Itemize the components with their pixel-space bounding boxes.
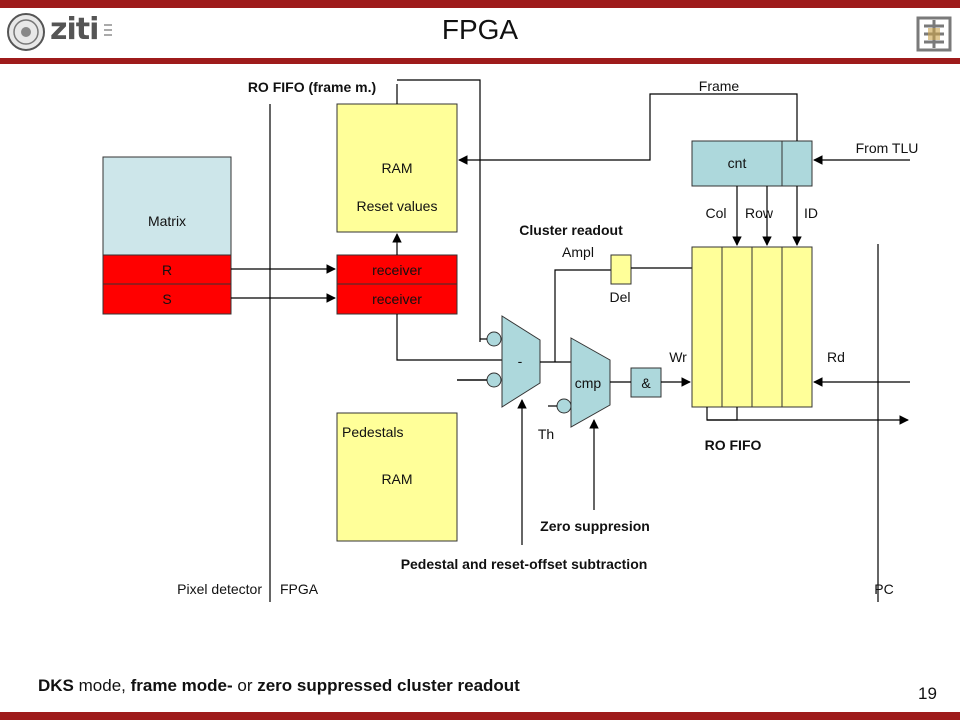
reset-values-label: Reset values xyxy=(357,198,438,214)
pedestals-label: Pedestals xyxy=(342,424,403,440)
pedestal-subtraction-label: Pedestal and reset-offset subtraction xyxy=(401,556,648,572)
caption-mode: mode, xyxy=(73,676,131,695)
cluster-readout-label: Cluster readout xyxy=(519,222,623,238)
pedestals-ram-label: RAM xyxy=(381,471,412,487)
pc-label: PC xyxy=(874,581,893,597)
ziti-logo-text: ziti xyxy=(50,12,99,47)
from-tlu-label: From TLU xyxy=(856,140,919,156)
slide-title: FPGA xyxy=(441,14,519,45)
ro-fifo-column-4 xyxy=(781,246,813,408)
ro-fifo-column-1 xyxy=(691,246,723,408)
subtractor-block xyxy=(501,315,541,408)
top-accent-bar xyxy=(0,0,960,8)
header-divider-bar xyxy=(0,58,960,64)
logo-small-print-icon xyxy=(104,22,114,47)
pedestals-ram-block xyxy=(336,412,458,542)
frame-line xyxy=(458,93,798,165)
delay-block xyxy=(610,254,632,285)
fifo-output-bus xyxy=(706,407,738,421)
pedestal-up-line xyxy=(397,380,457,413)
ro-fifo-column-2 xyxy=(721,246,753,408)
ziti-emblem-icon xyxy=(916,16,952,57)
id-label: ID xyxy=(804,205,818,221)
threshold-bubble xyxy=(556,398,572,414)
r-readout-block xyxy=(102,254,232,285)
matrix-label: Matrix xyxy=(148,213,186,229)
subtractor-label: - xyxy=(518,353,523,369)
cnt-label: cnt xyxy=(728,155,747,171)
r-label: R xyxy=(162,262,172,278)
and-gate-block xyxy=(630,367,662,398)
ro-fifo-frame-label: RO FIFO (frame m.) xyxy=(248,79,376,95)
row-label: Row xyxy=(745,205,774,221)
ampl-label: Ampl xyxy=(562,244,594,260)
del-label: Del xyxy=(609,289,630,305)
frame-label: Frame xyxy=(699,78,740,94)
counter-block xyxy=(691,140,783,187)
caption-or: or xyxy=(232,676,258,695)
receiver-to-subtractor-line xyxy=(396,314,502,361)
receiver-s-block xyxy=(336,283,458,315)
pixel-detector-label: Pixel detector xyxy=(177,581,262,597)
cmp-label: cmp xyxy=(575,375,602,391)
subtractor-input-bubble-top xyxy=(486,331,502,347)
ram-feed-line xyxy=(397,79,481,342)
receiver-s-label: receiver xyxy=(372,291,422,307)
col-label: Col xyxy=(705,205,726,221)
caption-dks: DKS xyxy=(38,676,74,695)
page-number: 19 xyxy=(918,684,937,703)
counter-id-block xyxy=(781,140,813,187)
subtractor-input-bubble-bottom xyxy=(486,372,502,388)
comparator-block xyxy=(570,337,611,428)
wr-label: Wr xyxy=(669,349,687,365)
university-seal-icon xyxy=(6,12,46,57)
and-label: & xyxy=(641,375,651,391)
ro-fifo-label: RO FIFO xyxy=(705,437,762,453)
receiver-r-label: receiver xyxy=(372,262,422,278)
caption-zero-suppressed: zero suppressed cluster readout xyxy=(257,676,520,695)
fpga-label: FPGA xyxy=(280,581,319,597)
bottom-accent-bar xyxy=(0,712,960,720)
reset-ram-block xyxy=(336,103,458,233)
ro-fifo-column-3 xyxy=(751,246,783,408)
matrix-block xyxy=(102,156,232,256)
s-label: S xyxy=(162,291,171,307)
caption-frame-mode: frame mode- xyxy=(130,676,233,695)
reset-ram-label: RAM xyxy=(381,160,412,176)
s-readout-block xyxy=(102,283,232,315)
receiver-r-block xyxy=(336,254,458,285)
ampl-line xyxy=(554,269,611,362)
slide-caption: DKS mode, frame mode- or zero suppressed… xyxy=(38,676,520,696)
th-label: Th xyxy=(538,426,554,442)
zero-suppression-label: Zero suppresion xyxy=(540,518,650,534)
rd-label: Rd xyxy=(827,349,845,365)
